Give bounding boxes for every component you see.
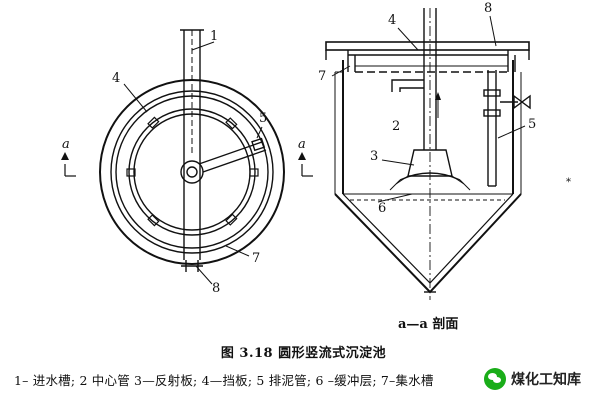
section-mark-a-right: a <box>298 137 306 152</box>
plan-view <box>61 29 313 285</box>
watermark: 煤化工知库 <box>482 364 587 394</box>
label-outlet-right: 8 <box>484 1 493 16</box>
figure-caption: 图 3.18 圆形竖流式沉淀池 <box>220 346 387 361</box>
label-center-pipe: 2 <box>392 119 401 134</box>
section-view <box>325 8 531 300</box>
label-outlet: 8 <box>212 281 221 296</box>
wechat-logo-icon <box>484 368 506 390</box>
stray-mark: * <box>566 177 571 188</box>
label-inlet-channel: 1 <box>210 29 219 44</box>
label-buffer-layer: 6 <box>378 201 387 216</box>
label-sludge-pipe-right: 5 <box>528 117 537 132</box>
label-sludge-pipe-left: 5 <box>259 111 268 126</box>
label-baffle-left: 4 <box>112 71 121 86</box>
label-collection-channel-left: 7 <box>252 251 261 266</box>
baffle-tabs <box>126 116 259 227</box>
section-mark-a-left: a <box>62 137 70 152</box>
label-baffle-right: 4 <box>388 13 397 28</box>
section-title: a—a 剖面 <box>398 317 459 332</box>
label-reflector: 3 <box>370 149 379 164</box>
figure-legend: 1– 进水槽; 2 中心管 3—反射板; 4—挡板; 5 排泥管; 6 –缓冲层… <box>14 373 434 388</box>
label-collection-channel-right: 7 <box>318 69 327 84</box>
watermark-text: 煤化工知库 <box>511 372 581 388</box>
